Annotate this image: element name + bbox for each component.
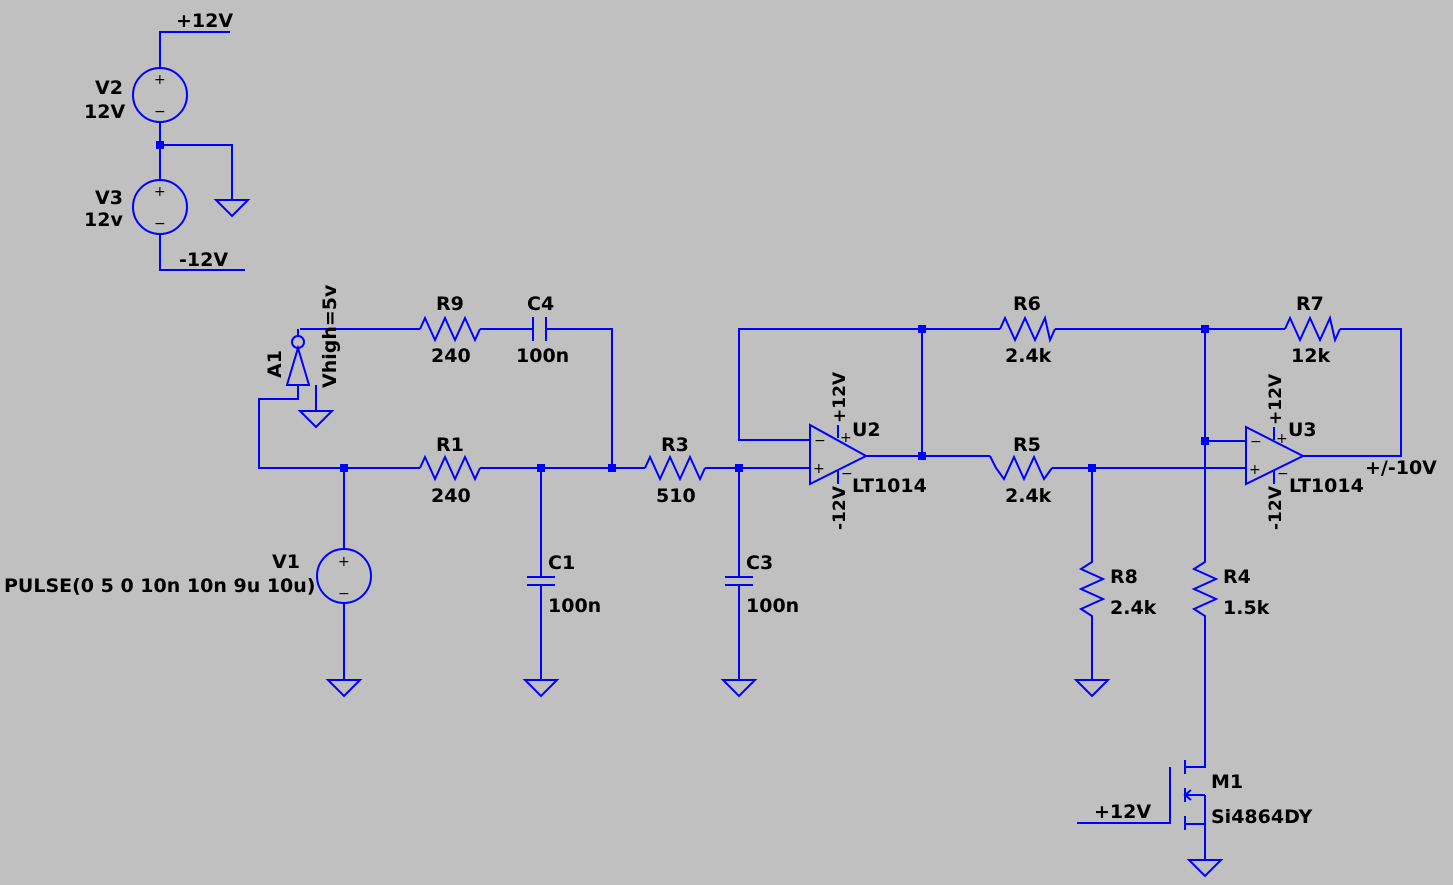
net-label-pos-supply: +12V [176,10,233,32]
r3-value: 510 [656,485,696,507]
c3-name: C3 [746,552,773,574]
m1-name: M1 [1211,771,1243,793]
svg-text:+: + [840,430,852,446]
junction-dots [156,141,1209,472]
r4-value: 1.5k [1223,597,1270,619]
r3-name: R3 [661,434,689,456]
net-label-output: +/-10V [1365,457,1437,479]
r8-name: R8 [1110,566,1138,588]
svg-text:+: + [154,184,166,200]
wires [159,31,1402,860]
r8-value: 2.4k [1110,597,1157,619]
r6-value: 2.4k [1005,345,1052,367]
u2-vpos-label: +12V [830,371,850,423]
svg-text:+: + [1249,462,1261,478]
r4-name: R4 [1223,566,1251,588]
resistor-r3 [644,454,706,482]
c1-value: 100n [548,595,601,617]
capacitor-c3 [725,576,753,586]
r7-value: 12k [1291,345,1330,367]
v3-value: 12v [84,209,123,231]
r1-name: R1 [436,434,464,456]
capacitor-c4 [532,317,547,341]
svg-text:−: − [154,104,166,120]
svg-text:−: − [338,586,350,602]
resistor-r8 [1078,557,1106,622]
r9-name: R9 [436,293,464,315]
resistor-r7 [1284,314,1341,344]
mosfet-m1 [1183,760,1206,830]
a1-name: A1 [264,350,286,378]
u3-model: LT1014 [1289,475,1364,497]
r9-value: 240 [431,345,471,367]
svg-text:−: − [1277,466,1289,482]
c4-name: C4 [527,293,554,315]
c1-name: C1 [548,552,575,574]
resistor-r5 [989,454,1053,482]
ground-symbols [213,199,1224,878]
r7-name: R7 [1296,293,1324,315]
svg-text:+: + [1276,431,1288,447]
u2-name: U2 [852,419,881,441]
r5-value: 2.4k [1005,485,1052,507]
buffer-a1 [285,329,317,411]
c4-value: 100n [516,345,569,367]
r1-value: 240 [431,485,471,507]
v1-value: PULSE(0 5 0 10n 10n 9u 10u) [4,575,316,597]
svg-text:−: − [154,216,166,232]
svg-text:+: + [154,72,166,88]
net-label-gate: +12V [1094,801,1151,823]
v2-value: 12V [84,101,125,123]
capacitor-c1 [527,576,555,586]
net-label-neg-supply: -12V [179,249,228,271]
r5-name: R5 [1013,434,1041,456]
u3-name: U3 [1288,419,1317,441]
svg-text:−: − [814,433,826,449]
m1-model: Si4864DY [1211,806,1312,828]
v2-name: V2 [95,77,123,99]
resistor-r6 [999,314,1056,344]
u3-vpos-label: +12V [1266,373,1286,425]
svg-text:−: − [841,466,853,482]
voltage-source-v2: + − [132,67,188,123]
a1-param: Vhigh=5v [319,284,341,388]
resistor-r9 [419,315,481,343]
c3-value: 100n [746,595,799,617]
voltage-source-v3: + − [132,179,188,235]
opamp-u3: − + + − [1245,425,1306,486]
resistor-r1 [419,454,481,482]
opamp-u2: − + + − [809,423,869,486]
u2-vneg-label: -12V [830,485,850,530]
u3-vneg-label: -12V [1266,485,1286,530]
svg-text:+: + [813,461,825,477]
resistor-r4 [1191,557,1219,622]
u2-model: LT1014 [852,475,927,497]
voltage-source-v1: + − [316,548,372,604]
svg-text:−: − [1250,434,1262,450]
v3-name: V3 [95,187,123,209]
svg-text:+: + [338,554,350,570]
r6-name: R6 [1013,293,1041,315]
v1-name: V1 [272,551,300,573]
